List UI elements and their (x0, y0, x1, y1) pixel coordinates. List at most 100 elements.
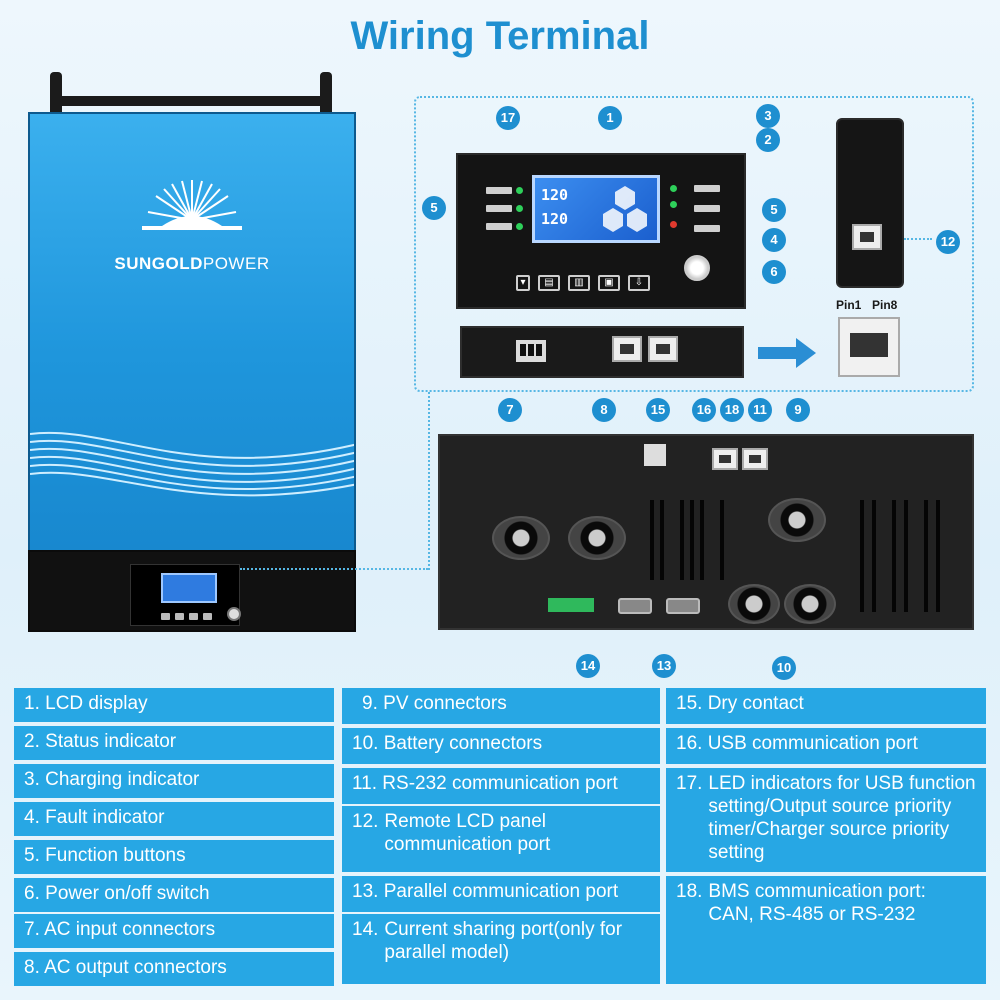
status-led-icon (670, 185, 677, 192)
led-indicator (486, 187, 512, 194)
led-indicator (694, 185, 720, 192)
callout-badge: 12 (936, 230, 960, 254)
leader-line (428, 392, 430, 570)
rj45-pinout-port (838, 317, 900, 377)
mini-power-knob[interactable] (227, 607, 241, 621)
ac-output-connector[interactable] (568, 516, 626, 560)
legend-item: 15. Dry contact (666, 688, 986, 724)
pv-connector[interactable] (768, 498, 826, 542)
page-title: Wiring Terminal (350, 14, 650, 58)
inverter-unit: SUNGOLDPOWER (28, 72, 356, 632)
legend-item: 4. Fault indicator (14, 802, 334, 836)
vent-slat (700, 500, 704, 580)
callout-badge: 9 (786, 398, 810, 422)
legend-item: 14.Current sharing port(only for paralle… (342, 914, 660, 984)
rj45-port[interactable] (612, 336, 642, 362)
callout-badge: 15 (646, 398, 670, 422)
vent-slat (904, 500, 908, 612)
inverter-bottom-view (438, 434, 974, 630)
callout-badge: 13 (652, 654, 676, 678)
callout-badge: 5 (762, 198, 786, 222)
callout-badge: 5 (422, 196, 446, 220)
callout-frame (414, 96, 974, 392)
mounting-bar (50, 96, 332, 106)
lcd-display: 120 120 (532, 175, 660, 243)
pin-label: Pin1 (836, 298, 862, 312)
legend-item: 17.LED indicators for USB function setti… (666, 768, 986, 872)
mini-button[interactable] (175, 613, 184, 620)
hexagon-icon (603, 186, 647, 232)
legend-item: 7. AC input connectors (14, 914, 334, 948)
legend-item: 12.Remote LCD panel communication port (342, 806, 660, 872)
battery-connector[interactable] (784, 584, 836, 624)
vent-slat (872, 500, 876, 612)
legend-item: 1. LCD display (14, 688, 334, 722)
mini-button[interactable] (203, 613, 212, 620)
leader-line (904, 238, 932, 240)
green-led-icon (516, 205, 523, 212)
callout-badge: 14 (576, 654, 600, 678)
leader-line (240, 568, 428, 570)
rs232-port[interactable] (742, 448, 768, 470)
parallel-port[interactable] (618, 598, 652, 614)
callout-badge: 3 (756, 104, 780, 128)
led-indicator (694, 225, 720, 232)
vent-slat (924, 500, 928, 612)
function-button-esc[interactable]: ▾ (516, 275, 530, 291)
mounting-handle-right (320, 72, 332, 118)
callout-badge: 8 (592, 398, 616, 422)
wave-graphic (30, 431, 354, 497)
terminal-block (516, 340, 546, 362)
ac-input-connector[interactable] (492, 516, 550, 560)
dry-contact-terminal[interactable] (644, 444, 666, 466)
legend-item: 11. RS-232 communication port (342, 768, 660, 804)
front-panel-closeup: 120 120 ▾ ▤ ▥ ▣ ⇩ (456, 153, 746, 309)
rj45-port[interactable] (648, 336, 678, 362)
vent-slat (650, 500, 654, 580)
function-button[interactable]: ⇩ (628, 275, 650, 291)
legend-item: 3. Charging indicator (14, 764, 334, 798)
legend-item: 2. Status indicator (14, 726, 334, 760)
vent-slat (860, 500, 864, 612)
vent-slat (720, 500, 724, 580)
led-indicator (694, 205, 720, 212)
callout-badge: 10 (772, 656, 796, 680)
inverter-control-section (28, 550, 356, 632)
legend-item: 13. Parallel communication port (342, 876, 660, 912)
charging-led-icon (670, 201, 677, 208)
arrow-head-icon (796, 338, 816, 368)
vent-slat (680, 500, 684, 580)
sun-logo-icon (142, 180, 242, 230)
bms-port[interactable] (712, 448, 738, 470)
led-indicator (486, 223, 512, 230)
legend-item: 9. PV connectors (342, 688, 660, 724)
vent-slat (660, 500, 664, 580)
callout-badge: 1 (598, 106, 622, 130)
legend-item: 10. Battery connectors (342, 728, 660, 764)
function-button[interactable]: ▤ (538, 275, 560, 291)
fault-led-icon (670, 221, 677, 228)
mounting-handle-left (50, 72, 62, 118)
legend-item: 16. USB communication port (666, 728, 986, 764)
callout-badge: 18 (720, 398, 744, 422)
battery-connector[interactable] (728, 584, 780, 624)
green-led-icon (516, 187, 523, 194)
green-led-icon (516, 223, 523, 230)
function-button[interactable]: ▥ (568, 275, 590, 291)
vent-slat (892, 500, 896, 612)
remote-lcd-port[interactable] (852, 224, 882, 250)
mini-button[interactable] (189, 613, 198, 620)
callout-badge: 17 (496, 106, 520, 130)
power-switch-knob[interactable] (684, 255, 710, 281)
current-sharing-port[interactable] (548, 598, 594, 612)
parallel-port[interactable] (666, 598, 700, 614)
lcd-value: 120 (541, 210, 569, 228)
legend-item: 6. Power on/off switch (14, 878, 334, 912)
callout-badge: 4 (762, 228, 786, 252)
callout-badge: 2 (756, 128, 780, 152)
led-indicator (486, 205, 512, 212)
vent-slat (690, 500, 694, 580)
legend-item: 8. AC output connectors (14, 952, 334, 986)
mini-button[interactable] (161, 613, 170, 620)
function-button[interactable]: ▣ (598, 275, 620, 291)
